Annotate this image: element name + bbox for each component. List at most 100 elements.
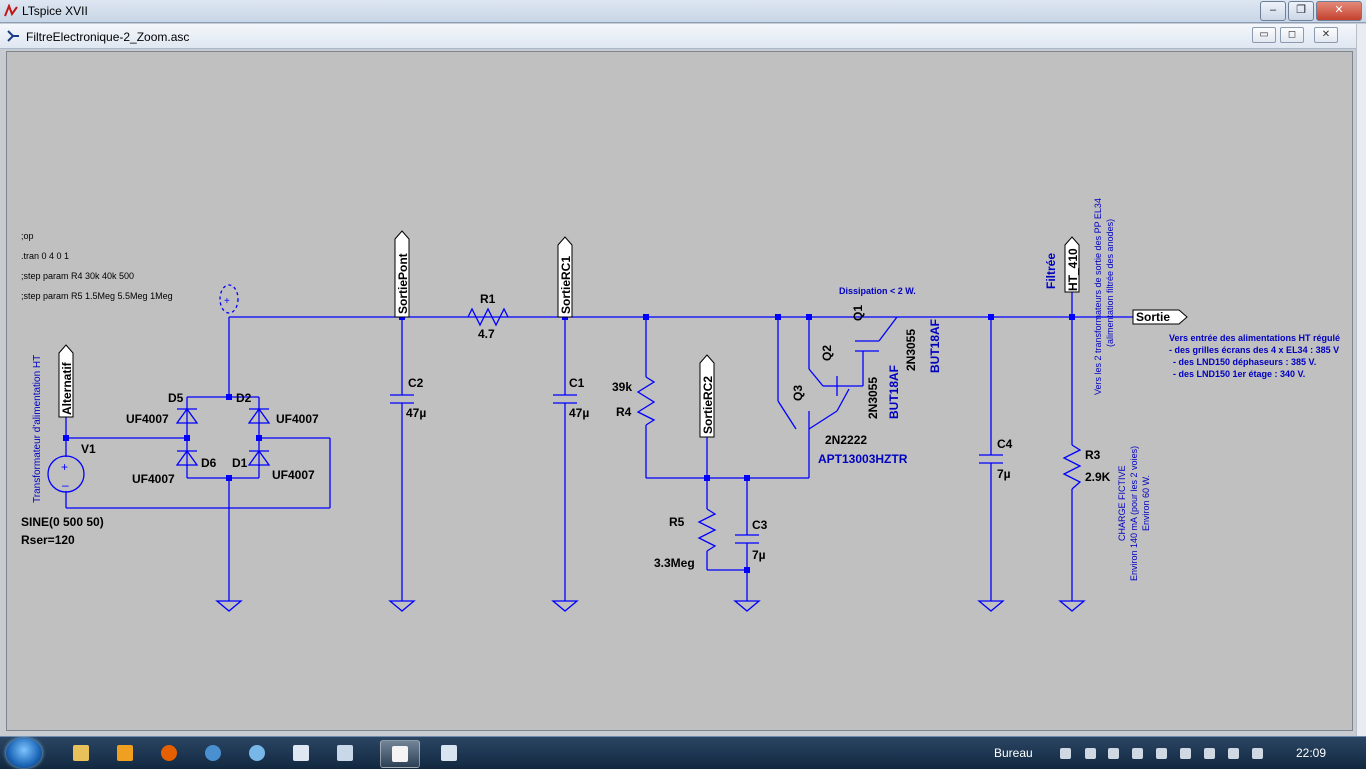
r4-value: 39k xyxy=(612,380,632,394)
taskbar-app-7[interactable] xyxy=(326,740,364,766)
v1-value: SINE(0 500 50) xyxy=(21,515,104,529)
d6-name: D6 xyxy=(201,456,217,470)
taskbar: Bureau 22:09 xyxy=(0,736,1366,769)
close-button[interactable]: ✕ xyxy=(1316,1,1362,21)
q1-model-alt: BUT18AF xyxy=(928,319,942,373)
q2-name: Q2 xyxy=(820,345,834,361)
svg-text:+: + xyxy=(61,460,68,474)
c4-name: C4 xyxy=(997,437,1013,451)
d1-model: UF4007 xyxy=(272,468,315,482)
app-title: LTspice XVII xyxy=(22,4,88,18)
taskbar-app-4[interactable] xyxy=(194,740,232,766)
net-flag-ht410 xyxy=(1064,236,1080,293)
junctions xyxy=(63,314,1075,573)
folder-icon xyxy=(73,745,89,761)
c3-name: C3 xyxy=(752,518,768,532)
component-labels[interactable]: V1 SINE(0 500 50) Rser=120 D5 UF4007 D2 … xyxy=(21,292,1111,570)
tray-app-icon[interactable] xyxy=(1085,748,1096,759)
c3-value: 7µ xyxy=(752,548,766,562)
vertical-scrollbar[interactable] xyxy=(1356,24,1366,736)
c1-value: 47µ xyxy=(569,406,589,420)
document-icon xyxy=(293,745,309,761)
comment-vers-entree-3: - des LND150 déphaseurs : 385 V. xyxy=(1173,357,1316,367)
comment-vers-sortie-1: Vers les 2 transformateurs de sortie des… xyxy=(1093,198,1103,395)
c2-name: C2 xyxy=(408,376,424,390)
network-app-icon xyxy=(205,745,221,761)
taskbar-app-9[interactable] xyxy=(430,740,468,766)
tray-flag-icon[interactable] xyxy=(1204,748,1215,759)
ltspice-icon xyxy=(392,746,408,762)
tray-arrow-icon[interactable] xyxy=(1060,748,1071,759)
wires xyxy=(47,284,1133,612)
svg-text:+: + xyxy=(224,296,230,307)
comment-dissipation: Dissipation < 2 W. xyxy=(839,286,916,296)
svg-text:–: – xyxy=(62,478,69,492)
net-label-sortierc1: SortieRC1 xyxy=(559,256,573,314)
net-label-sortie: Sortie xyxy=(1136,310,1170,324)
notepad-icon xyxy=(337,745,353,761)
c2-value: 47µ xyxy=(406,406,426,420)
app-title-bar: LTspice XVII – ❐ ✕ xyxy=(0,0,1366,23)
tray-usb-icon[interactable] xyxy=(1108,748,1119,759)
q1-name: Q1 xyxy=(851,305,865,321)
tray-volume-icon[interactable] xyxy=(1156,748,1167,759)
d5-name: D5 xyxy=(168,391,184,405)
doc-restore-button[interactable]: ◻ xyxy=(1280,27,1304,43)
polarity-marks: + – + xyxy=(61,296,230,492)
net-labels[interactable]: Alternatif SortiePont SortieRC1 SortieRC… xyxy=(58,230,1188,438)
r1-value: 4.7 xyxy=(478,327,495,341)
r5-name: R5 xyxy=(669,515,685,529)
schematic-comments[interactable]: Transformateur d'alimentation HT Dissipa… xyxy=(32,198,1340,581)
taskbar-firefox[interactable] xyxy=(150,740,188,766)
spice-directives[interactable]: ;op .tran 0 4 0 1 ;step param R4 30k 40k… xyxy=(21,231,173,301)
r3-value: 2.9K xyxy=(1085,470,1111,484)
directive-tran: .tran 0 4 0 1 xyxy=(21,251,69,261)
d1-name: D1 xyxy=(232,456,248,470)
d5-model: UF4007 xyxy=(126,412,169,426)
taskbar-explorer[interactable] xyxy=(62,740,100,766)
comment-transfo: Transformateur d'alimentation HT xyxy=(32,355,43,503)
net-label-alternatif: Alternatif xyxy=(60,361,74,415)
globe-icon xyxy=(249,745,265,761)
q2-model: 2N3055 xyxy=(866,377,880,419)
q3-model: 2N2222 xyxy=(825,433,867,447)
net-label-sortiepont: SortiePont xyxy=(396,253,410,314)
doc-close-button[interactable]: ✕ xyxy=(1314,27,1338,43)
media-player-icon xyxy=(117,745,133,761)
r3-name: R3 xyxy=(1085,448,1101,462)
d2-model: UF4007 xyxy=(276,412,319,426)
net-label-ht410: HT_410 xyxy=(1066,248,1080,291)
directive-op: ;op xyxy=(21,231,34,241)
tray-signal-icon[interactable] xyxy=(1228,748,1239,759)
taskbar-app-5[interactable] xyxy=(238,740,276,766)
doc-minimize-button[interactable]: ▭ xyxy=(1252,27,1276,43)
schematic-drawing[interactable]: ;op .tran 0 4 0 1 ;step param R4 30k 40k… xyxy=(7,52,1352,730)
notes-icon xyxy=(441,745,457,761)
firefox-icon xyxy=(161,745,177,761)
net-flag-sortierc2 xyxy=(699,354,715,438)
schematic-canvas[interactable]: ;op .tran 0 4 0 1 ;step param R4 30k 40k… xyxy=(6,51,1353,731)
tray-app2-icon[interactable] xyxy=(1132,748,1143,759)
taskbar-media-player[interactable] xyxy=(106,740,144,766)
directive-step-r5: ;step param R5 1.5Meg 5.5Meg 1Meg xyxy=(21,291,173,301)
net-flag-sortie xyxy=(1132,309,1188,325)
taskbar-ltspice[interactable] xyxy=(380,740,420,768)
d2-name: D2 xyxy=(236,391,252,405)
maximize-button[interactable]: ❐ xyxy=(1288,1,1314,21)
comment-vers-entree-4: - des LND150 1er étage : 340 V. xyxy=(1173,369,1305,379)
net-flag-alternatif xyxy=(58,344,74,418)
net-flag-sortiepont xyxy=(394,230,410,318)
start-button[interactable] xyxy=(6,738,42,768)
comment-charge-1: CHARGE FICTIVE xyxy=(1117,465,1127,541)
taskbar-app-6[interactable] xyxy=(282,740,320,766)
v1-name: V1 xyxy=(81,442,96,456)
tray-network-icon[interactable] xyxy=(1180,748,1191,759)
tray-power-icon[interactable] xyxy=(1252,748,1263,759)
minimize-button[interactable]: – xyxy=(1260,1,1286,21)
tray-clock[interactable]: 22:09 xyxy=(1296,746,1327,760)
c4-value: 7µ xyxy=(997,467,1011,481)
directive-step-r4: ;step param R4 30k 40k 500 xyxy=(21,271,134,281)
tray-bureau-label[interactable]: Bureau xyxy=(994,746,1033,760)
schematic-doc-icon xyxy=(7,30,19,42)
q2-model-alt: BUT18AF xyxy=(887,365,901,419)
